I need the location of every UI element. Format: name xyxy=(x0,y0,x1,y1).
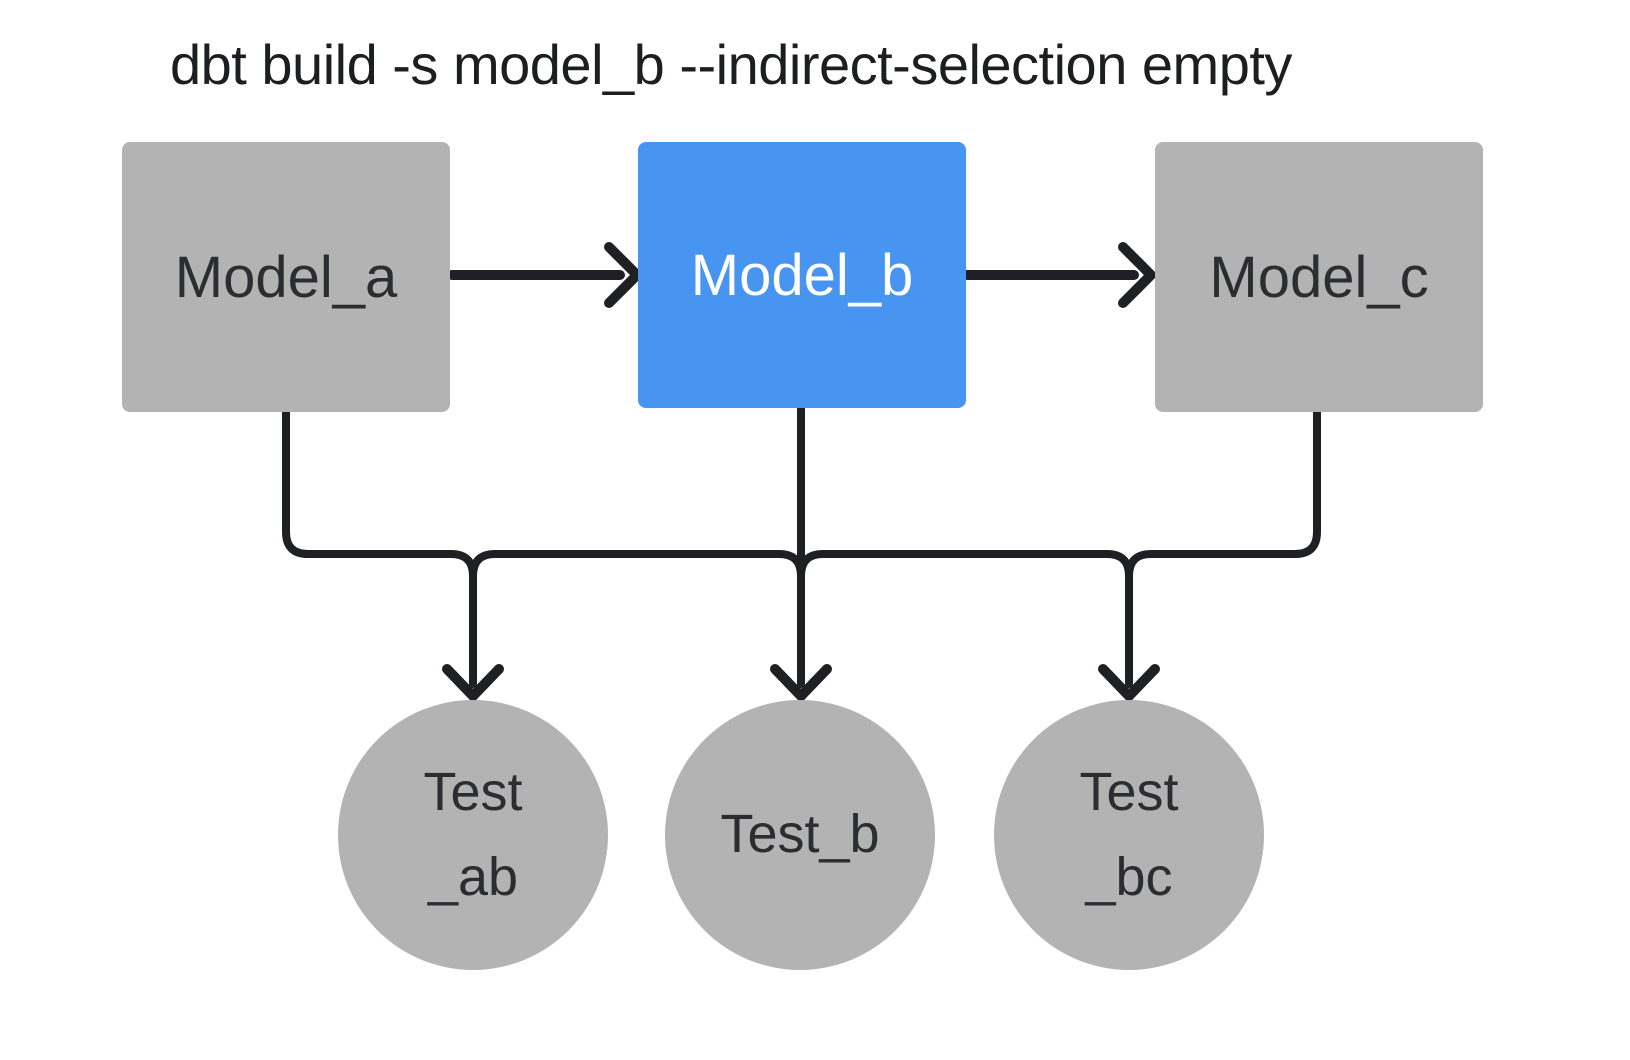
node-test-bc-label-line2: _bc xyxy=(1085,847,1173,907)
edge-model-c-to-test-bc xyxy=(1125,408,1321,580)
edge-model-a-to-test-ab xyxy=(282,408,477,688)
edge-bus-right xyxy=(797,550,1133,688)
arrowhead-test-bc-icon xyxy=(1098,664,1160,701)
node-model-a: Model_a xyxy=(122,142,450,412)
node-model-c: Model_c xyxy=(1155,142,1483,412)
arrowhead-test-b-icon xyxy=(770,664,832,701)
node-test-b-label: Test_b xyxy=(720,804,880,865)
diagram-title: dbt build -s model_b --indirect-selectio… xyxy=(170,33,1292,96)
arrowhead-test-ab-icon xyxy=(442,664,504,701)
node-model-a-label: Model_a xyxy=(174,244,398,310)
edge-bus-left xyxy=(469,550,805,580)
node-test-b: Test_b xyxy=(665,700,935,970)
node-test-ab: Test _ab xyxy=(338,700,608,970)
arrowhead-model-b-icon xyxy=(604,242,642,308)
node-model-c-label: Model_c xyxy=(1209,244,1429,310)
node-model-b-label: Model_b xyxy=(690,242,914,308)
arrowhead-model-c-icon xyxy=(1118,242,1156,308)
node-test-bc-label-line1: Test xyxy=(1079,761,1179,822)
node-test-ab-label-line1: Test xyxy=(423,761,523,822)
node-test-bc: Test _bc xyxy=(994,700,1264,970)
node-test-ab-label-line2: _ab xyxy=(427,847,519,907)
node-model-b: Model_b xyxy=(638,142,966,408)
